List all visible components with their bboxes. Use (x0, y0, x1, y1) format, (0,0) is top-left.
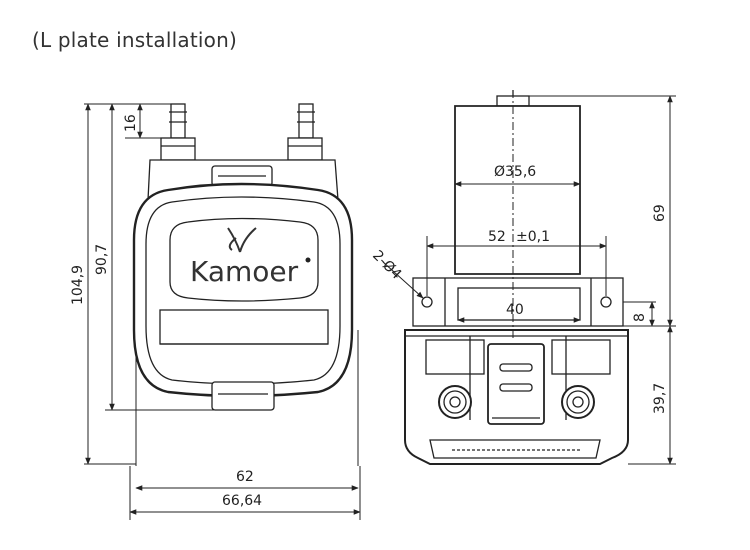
dim-tube-height: 16 (123, 114, 139, 132)
left-tube-fitting (160, 103, 196, 161)
page-title: (L plate installation) (32, 28, 237, 52)
side-dimensions (382, 90, 676, 465)
dim-body-height: 90,7 (94, 244, 110, 275)
dim-base-height: 39,7 (652, 383, 668, 414)
dim-motor-height: 69 (652, 204, 668, 222)
kamoer-logo-icon (227, 227, 257, 253)
dim-plate-thickness: 8 (632, 313, 648, 322)
dim-motor-diameter: Ø35,6 (494, 164, 536, 180)
pump-head-body (132, 182, 354, 398)
dim-plate-width: 62 (236, 469, 254, 485)
dim-mount-holes: 2-Ø4 (369, 248, 404, 283)
dim-tolerance: ±0,1 (516, 229, 550, 245)
side-view (404, 90, 629, 465)
front-dimensions (84, 103, 361, 520)
dim-overall-width: 66,64 (222, 493, 262, 509)
motor-can (454, 105, 581, 275)
mount-hole-right (600, 296, 612, 308)
mount-hole-left (421, 296, 433, 308)
dim-plate-width: 40 (506, 302, 524, 318)
dim-overall-height: 104,9 (70, 265, 86, 305)
front-view (132, 103, 359, 466)
brand-logo-text: Kamoer (190, 255, 299, 288)
right-tube-fitting (287, 103, 323, 161)
dim-hole-spacing: 52 (488, 229, 506, 245)
